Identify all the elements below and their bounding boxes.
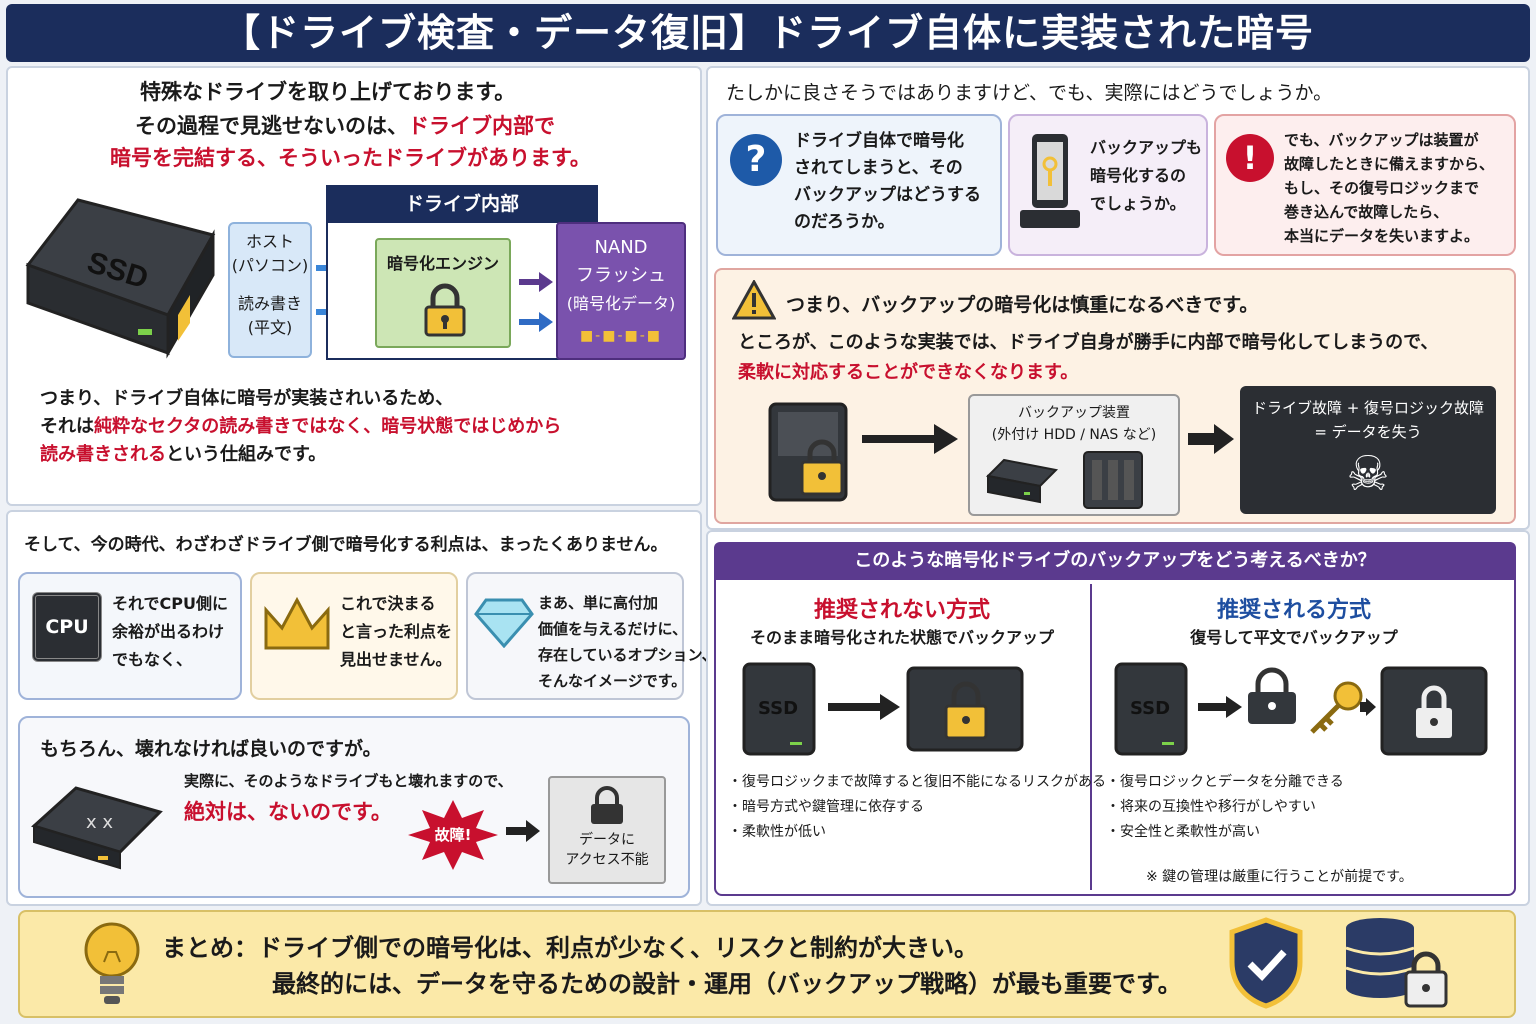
crown-icon bbox=[262, 594, 332, 658]
phone-key-icon bbox=[1020, 132, 1080, 236]
data-loss-result: = データを失う bbox=[1314, 423, 1422, 441]
database-lock-icon bbox=[1342, 916, 1448, 1016]
diamond-icon bbox=[474, 598, 534, 652]
no-access-box: データに アクセス不能 bbox=[548, 776, 666, 884]
ssd-label: SSD bbox=[758, 698, 798, 719]
summary-line2: 最終的には、データを守るための設計・運用（バックアップ戦略）が最も重要です。 bbox=[272, 970, 1182, 998]
arrow-right-icon bbox=[506, 820, 540, 846]
ssd-drive-icon: SSD bbox=[742, 662, 816, 760]
page-title: 【ドライブ検査・データ復旧】ドライブ自体に実装された暗号 bbox=[6, 4, 1530, 62]
failure-text-2: 絶対は、ないのです。 bbox=[184, 800, 392, 824]
tl-explain-line3: 読み書きされるという仕組みです。 bbox=[40, 444, 327, 465]
encryption-engine-box: 暗号化エンジン bbox=[375, 238, 511, 348]
encrypted-backup-icon bbox=[906, 666, 1024, 756]
nas-icon bbox=[1082, 450, 1146, 519]
tl-intro-line3: 暗号を完結する、そういったドライブがあります。 bbox=[110, 146, 591, 170]
padlock-icon bbox=[423, 282, 467, 342]
warning-card bbox=[1214, 114, 1516, 256]
data-loss-label: ドライブ故障 + 復号ロジック故障 bbox=[1251, 399, 1485, 417]
failure-text-1: 実際に、そのようなドライブもと壊れますので、 bbox=[184, 772, 513, 790]
tl-intro-line2: その過程で見逃せないのは、ドライブ内部で bbox=[135, 114, 555, 138]
arrow-right-icon bbox=[1188, 424, 1234, 458]
rw-label: 読み書き bbox=[237, 294, 302, 313]
backup-device-label: バックアップ装置 bbox=[1018, 405, 1130, 421]
warning-triangle-icon bbox=[731, 278, 777, 324]
summary-line1: まとめ：ドライブ側での暗号化は、利点が少なく、リスクと制約が大きい。 bbox=[162, 934, 978, 962]
data-loss-box: ドライブ故障 + 復号ロジック故障 = データを失う ☠ bbox=[1240, 386, 1496, 514]
tl-explain-line2: それは純粋なセクタの読み書きではなく、暗号状態ではじめから bbox=[40, 416, 562, 437]
question-icon: ? bbox=[730, 134, 782, 186]
arrow-right-icon bbox=[1360, 698, 1376, 720]
svg-text:x x: x x bbox=[86, 812, 113, 833]
encryption-engine-label: 暗号化エンジン bbox=[386, 254, 499, 273]
warning-card-text: でも、バックアップは装置が故障したときに備えますから、もし、その復号ロジックまで… bbox=[1284, 131, 1495, 245]
locked-drive-icon bbox=[768, 402, 852, 508]
list-item: 将来の互換性や移行がしやすい bbox=[1106, 795, 1344, 820]
diamond-card-text: まあ、単に高付加価値を与えるだけに、存在しているオプション、そんなイメージです。 bbox=[538, 594, 717, 690]
padlock-icon bbox=[587, 786, 627, 826]
tr-intro: たしかに良さそうではありますけど、でも、実際にはどうでしょうか。 bbox=[726, 82, 1333, 104]
list-item: 暗号方式や鍵管理に依存する bbox=[728, 795, 1106, 820]
backup-device-sub-label: (外付け HDD / NAS など) bbox=[991, 427, 1157, 443]
ssd-drive-image: SSD bbox=[18, 195, 218, 360]
failure-card-title: もちろん、壊れなければ良いのですが。 bbox=[40, 738, 382, 760]
bl-intro: そして、今の時代、わざわざドライブ側で暗号化する利点は、まったくありません。 bbox=[24, 535, 668, 555]
good-method-title: 推奨される方式 bbox=[1216, 598, 1371, 623]
mini-locks-row: ■-■-■-■ bbox=[579, 328, 663, 344]
phone-text: バックアップも暗号化するのでしょうか。 bbox=[1090, 138, 1203, 213]
nand-label: NAND bbox=[594, 237, 648, 258]
drive-internal-header: ドライブ内部 bbox=[326, 185, 598, 223]
external-hdd-icon bbox=[984, 456, 1060, 513]
caution-line3: 柔軟に対応することができなくなります。 bbox=[738, 362, 1079, 383]
cpu-icon: CPU bbox=[32, 592, 102, 662]
locked-backup-icon bbox=[1380, 666, 1488, 760]
crown-card-text: これで決まると言った利点を見出せません。 bbox=[340, 594, 453, 669]
arrow-right-icon bbox=[519, 312, 553, 336]
no-access-label-1: データに bbox=[579, 832, 635, 848]
nand-flash-box: NAND フラッシュ (暗号化データ) ■-■-■-■ bbox=[556, 222, 686, 360]
lightbulb-icon bbox=[78, 918, 146, 1014]
arrow-right-icon bbox=[862, 424, 958, 458]
arrow-right-icon bbox=[519, 272, 553, 296]
bad-method-subtitle: そのまま暗号化された状態でバックアップ bbox=[749, 628, 1054, 647]
broken-label: 故障! bbox=[434, 826, 472, 844]
padlock-icon bbox=[1244, 666, 1300, 730]
bad-method-list: 復号ロジックまで故障すると復旧不能になるリスクがある 暗号方式や鍵管理に依存する… bbox=[728, 770, 1106, 845]
host-box: ホスト (パソコン) 読み書き (平文) bbox=[228, 222, 312, 358]
list-item: 復号ロジックとデータを分離できる bbox=[1106, 770, 1344, 795]
caution-line2: ところが、このような実装では、ドライブ自身が勝手に内部で暗号化してしまうので、 bbox=[738, 332, 1439, 353]
bad-method-title: 推奨されない方式 bbox=[813, 598, 990, 623]
key-icon bbox=[1306, 680, 1366, 740]
tl-intro-line1: 特殊なドライブを取り上げております。 bbox=[140, 80, 516, 104]
arrow-right-icon bbox=[828, 694, 900, 724]
good-method-subtitle: 復号して平文でバックアップ bbox=[1190, 628, 1398, 647]
broken-ssd-icon: x x bbox=[30, 776, 164, 874]
good-method-list: 復号ロジックとデータを分離できる 将来の互換性や移行がしやすい 安全性と柔軟性が… bbox=[1106, 770, 1344, 845]
question-text: ドライブ自体で暗号化されてしまうと、そのバックアップはどうするのだろうか。 bbox=[794, 131, 981, 232]
shield-check-icon bbox=[1226, 916, 1306, 1014]
list-item: 復号ロジックまで故障すると復旧不能になるリスクがある bbox=[728, 770, 1106, 795]
list-item: 安全性と柔軟性が高い bbox=[1106, 820, 1344, 845]
tl-explain-line1: つまり、ドライブ自体に暗号が実装されいるため、 bbox=[40, 388, 454, 409]
caution-title: つまり、バックアップの暗号化は慎重になるべきです。 bbox=[786, 294, 1259, 316]
backup-device-box: バックアップ装置 (外付け HDD / NAS など) bbox=[968, 394, 1180, 516]
nand-encrypted-label: (暗号化データ) bbox=[566, 294, 676, 313]
nand-sub-label: フラッシュ bbox=[576, 265, 666, 286]
list-item: 柔軟性が低い bbox=[728, 820, 1106, 845]
skull-icon: ☠ bbox=[1346, 446, 1390, 502]
exclamation-icon: ! bbox=[1226, 134, 1274, 182]
rw-sub-label: (平文) bbox=[247, 318, 293, 337]
host-label: ホスト bbox=[245, 232, 294, 251]
ssd-drive-icon: SSD bbox=[1114, 662, 1188, 760]
key-management-note: ※ 鍵の管理は厳重に行うことが前提です。 bbox=[1146, 869, 1413, 885]
no-access-label-2: アクセス不能 bbox=[565, 852, 649, 868]
strategy-divider bbox=[1090, 584, 1092, 890]
strategy-header: このような暗号化ドライブのバックアップをどう考えるべきか？ bbox=[714, 542, 1516, 580]
host-sub-label: (パソコン) bbox=[231, 256, 309, 275]
ssd-label: SSD bbox=[1130, 698, 1170, 719]
arrow-right-icon bbox=[1198, 696, 1242, 722]
cpu-card-text: それでCPU側に余裕が出るわけでもなく、 bbox=[112, 594, 228, 669]
broken-burst-badge: 故障! bbox=[408, 800, 498, 870]
